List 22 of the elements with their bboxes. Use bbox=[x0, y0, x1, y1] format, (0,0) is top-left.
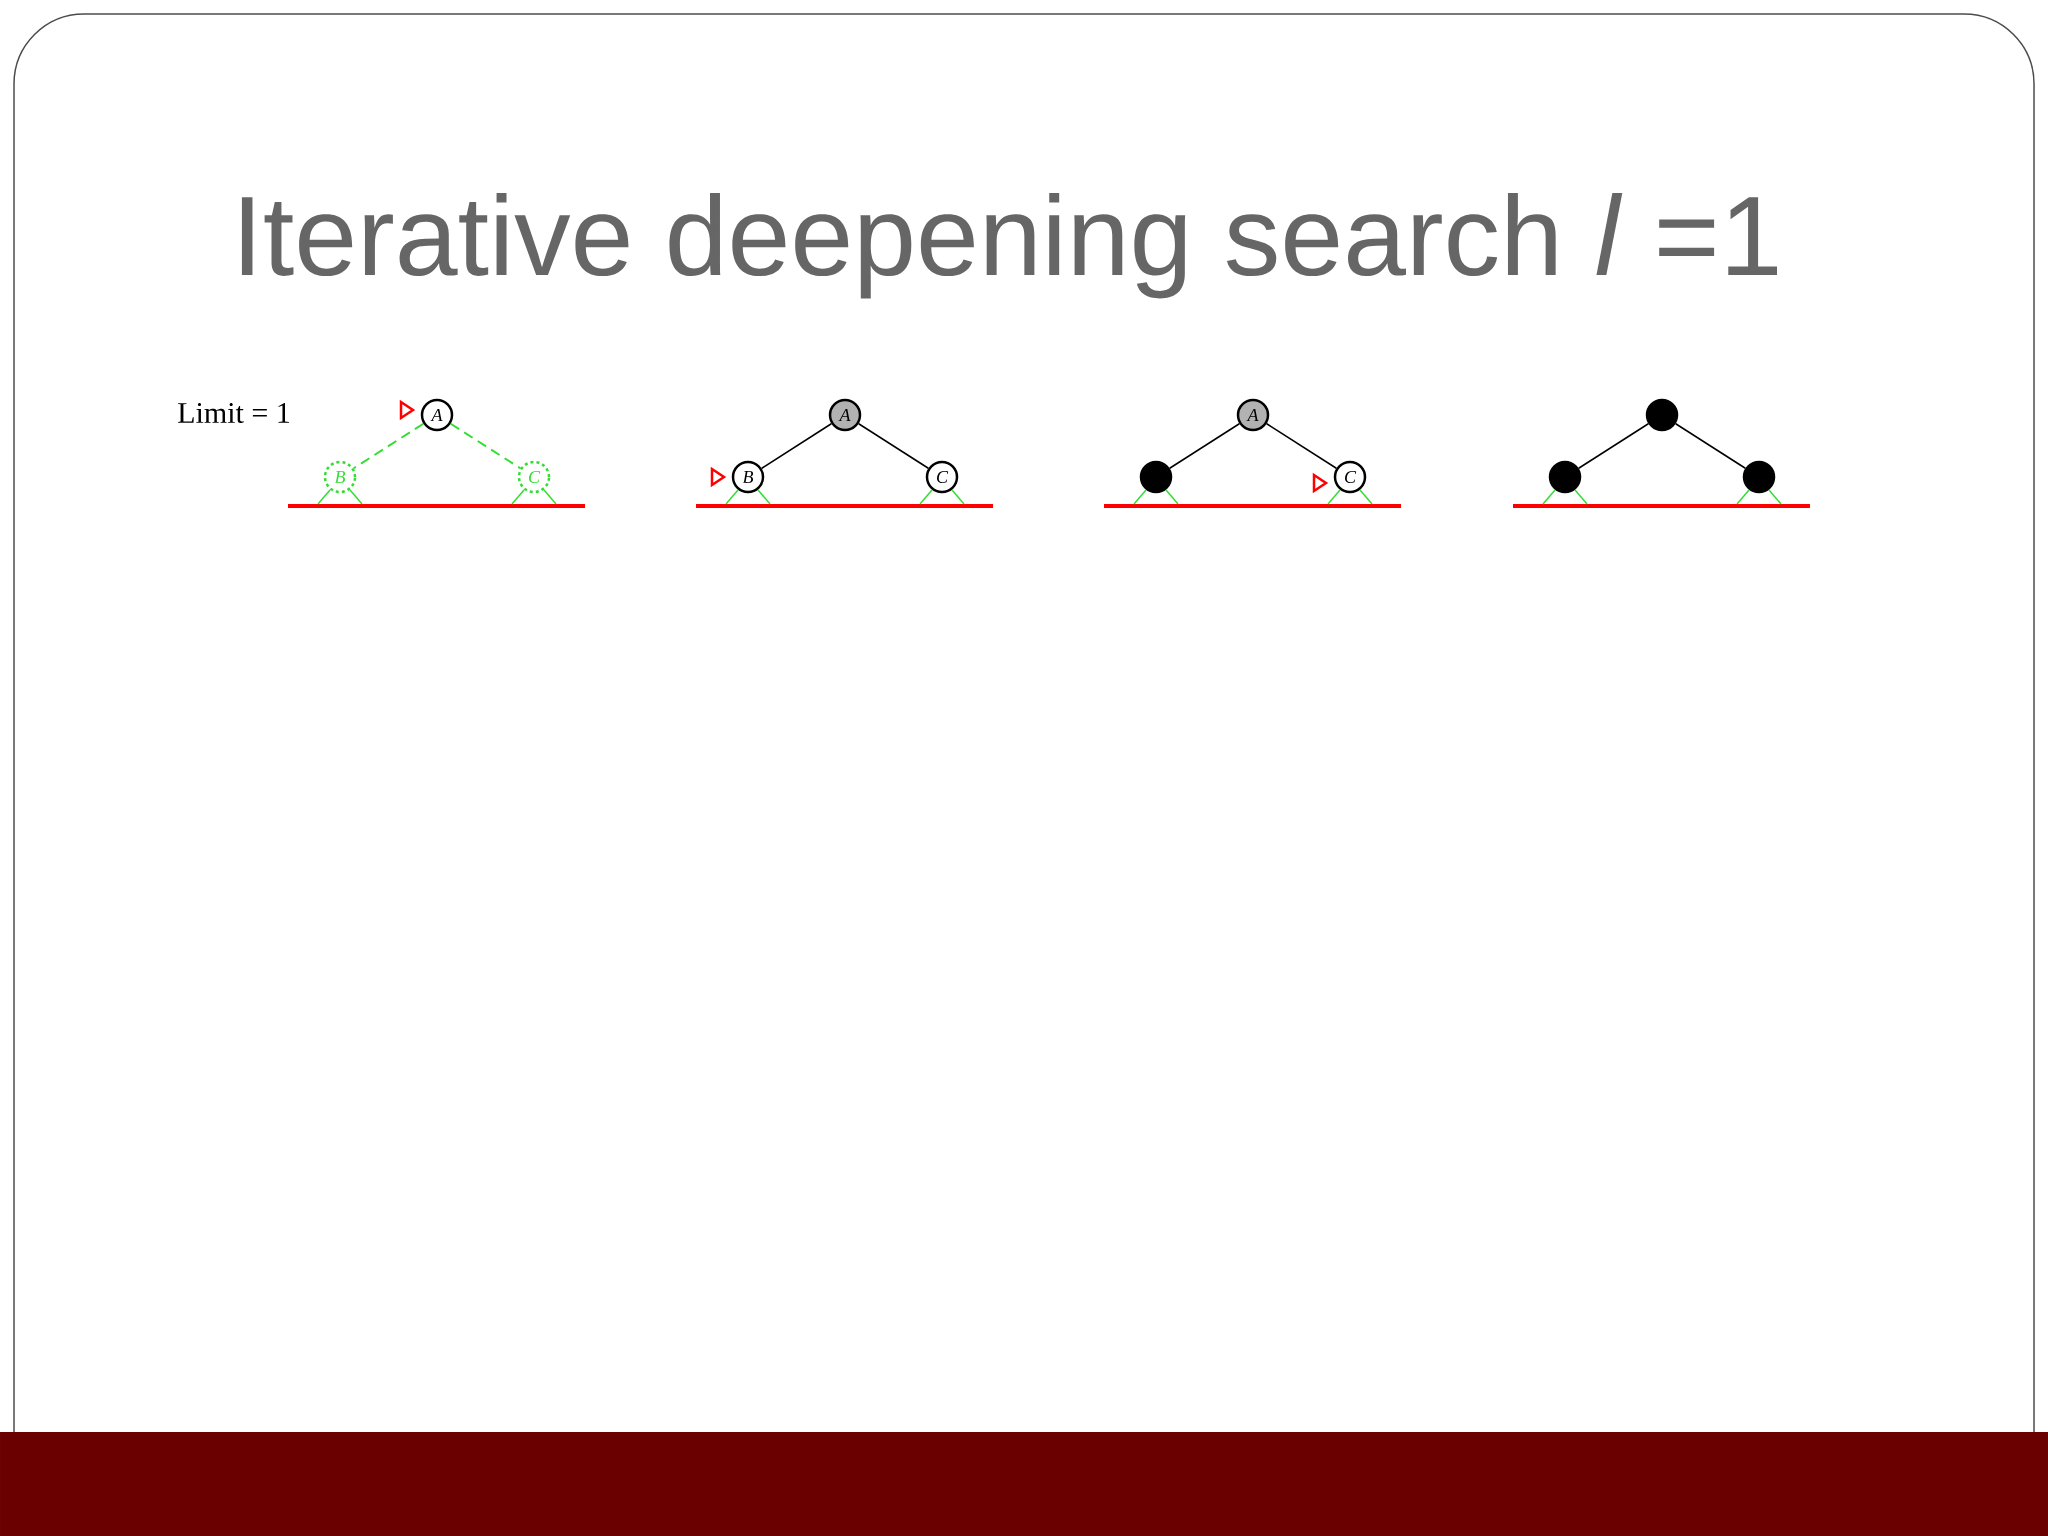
tree-edge bbox=[449, 422, 522, 470]
tree-edge bbox=[1168, 423, 1241, 469]
tree-edge bbox=[1265, 423, 1338, 469]
tree-node bbox=[1548, 460, 1582, 494]
tree-node: A bbox=[1236, 398, 1270, 432]
tree-node bbox=[1645, 398, 1679, 432]
tree-node bbox=[1742, 460, 1776, 494]
tree-edge bbox=[760, 423, 833, 469]
tree-edge bbox=[1674, 423, 1747, 469]
tree-edge bbox=[352, 422, 425, 470]
tree-node: A bbox=[828, 398, 862, 432]
slide-title: Iterative deepening search l =1 bbox=[241, 193, 1777, 299]
tree-node bbox=[1139, 460, 1173, 494]
tree-edge bbox=[857, 423, 930, 469]
tree-node: C bbox=[925, 460, 959, 494]
tree-node: C bbox=[517, 460, 551, 494]
tree-edge bbox=[1577, 423, 1650, 469]
tree-node: B bbox=[323, 460, 357, 494]
limit-label: Limit = 1 bbox=[178, 402, 289, 424]
tree-node: A bbox=[420, 398, 454, 432]
tree-node: B bbox=[731, 460, 765, 494]
tree-node: C bbox=[1333, 460, 1367, 494]
